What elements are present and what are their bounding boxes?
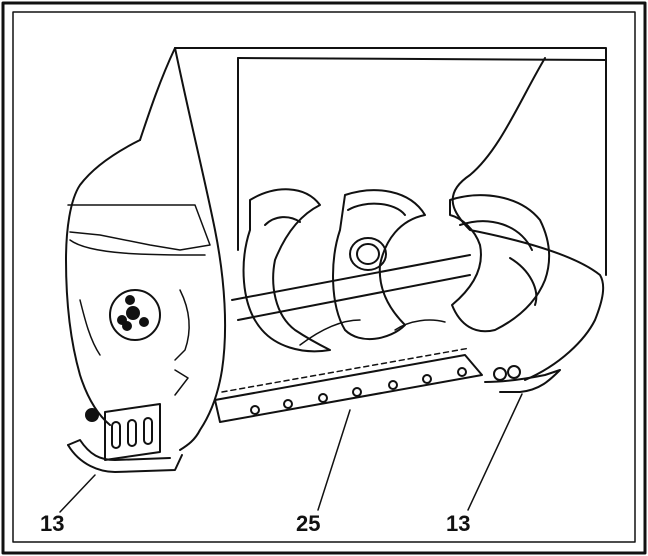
auger-housing (139, 47, 607, 381)
auger-flights (242, 188, 551, 353)
leader-lines (59, 393, 523, 513)
left-side-plate (65, 47, 227, 451)
scraper-bar (214, 347, 483, 423)
auger-shaft (231, 237, 471, 321)
callout-label-skid-left: 13 (40, 511, 65, 536)
callout-label-scraper-bar: 25 (296, 511, 321, 536)
left-skid-shoe (67, 403, 183, 473)
inner-border (12, 11, 636, 543)
right-skid-shoe (484, 365, 561, 393)
callout-label-skid-right: 13 (446, 511, 471, 536)
axle-hub (109, 289, 161, 341)
